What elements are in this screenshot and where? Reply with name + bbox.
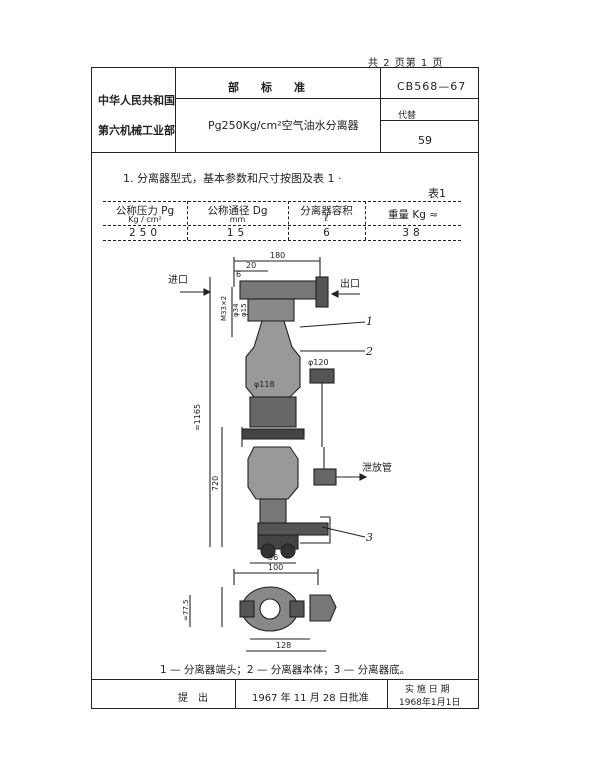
- figure-caption: 1 — 分离器端头；2 — 分离器本体；3 — 分离器底。: [160, 664, 411, 676]
- standard-frame: [91, 67, 479, 709]
- table-value-volume: 6: [323, 227, 330, 239]
- table-header-bore: 公称通径 Dg: [207, 205, 268, 217]
- table-value-bore: 15: [226, 227, 249, 239]
- table-unit-bore: mm: [229, 215, 246, 224]
- footer-effective-date: 1968年1月1日: [399, 698, 461, 708]
- table-unit-pressure: Kg / cm²: [128, 215, 162, 224]
- part-number-2: 2: [365, 345, 373, 358]
- table-unit-volume: ℓ: [324, 214, 329, 224]
- dim-m33: M33×2: [220, 296, 228, 321]
- dim-77-5: ≈77.5: [182, 600, 190, 621]
- dim-180: 180: [270, 251, 285, 260]
- standard-title: Pg250Kg/cm²空气油水分离器: [208, 119, 359, 132]
- table-mid-rule: [103, 225, 461, 226]
- table-col-divider-3: [365, 201, 366, 240]
- dim-1165: ≈1165: [193, 404, 202, 431]
- replaces-value: 59: [418, 134, 432, 147]
- table-bottom-rule: [103, 240, 461, 241]
- separator-drawing: 进口 出口 泄放管 1 2 3 180 20 6 φ120 φ118 ≈1165…: [168, 251, 392, 652]
- footer-top-rule: [91, 679, 479, 680]
- table-header-pressure: 公称压力 Pg: [115, 205, 175, 217]
- issuer-line-1: 中华人民共和国: [98, 94, 175, 107]
- dim-20: 20: [246, 261, 256, 270]
- table-top-rule: [103, 201, 461, 202]
- header-mid-rule-center: [175, 98, 380, 99]
- outlet-label: 出口: [340, 277, 360, 290]
- page-indicator: 共 2 页第 1 页: [368, 58, 444, 69]
- dim-6: 6: [236, 270, 241, 279]
- replaces-label: 代替: [398, 111, 417, 121]
- header-divider-right: [380, 67, 381, 152]
- table-label: 表1: [428, 187, 446, 200]
- footer-effective-label: 实 施 日 期: [405, 685, 450, 695]
- parameter-table: 公称压力 Pg 公称通径 Dg 分离器容积 重量 Kg ≈ Kg / cm² m…: [103, 201, 461, 241]
- part-number-1: 1: [366, 315, 373, 328]
- dim-720: 720: [211, 476, 220, 491]
- standard-number: CB568—67: [397, 80, 467, 93]
- footer-divider-1: [235, 679, 236, 709]
- table-col-divider-2: [288, 201, 289, 240]
- header-mid-rule-right: [380, 98, 479, 99]
- header-bottom-rule: [91, 152, 479, 153]
- dim-phi15: φ15: [240, 303, 248, 317]
- table-value-weight: 38: [402, 227, 424, 239]
- table-col-divider-1: [187, 201, 188, 240]
- footer-divider-2: [387, 679, 388, 709]
- dim-100: 100: [268, 563, 283, 572]
- issuer-line-2: 第六机械工业部: [98, 124, 175, 137]
- header-rule-right-2: [380, 120, 479, 121]
- table-header-weight: 重量 Kg ≈: [387, 209, 439, 221]
- drain-label: 泄放管: [362, 461, 392, 474]
- standard-category: 部 标 准: [228, 81, 305, 94]
- dim-phi118: φ118: [254, 380, 275, 389]
- part-number-3: 3: [366, 531, 373, 544]
- dim-phi120: φ120: [308, 358, 329, 367]
- table-value-pressure: 250: [128, 227, 162, 239]
- footer-approval-date: 1967 年 11 月 28 日批准: [252, 693, 369, 704]
- footer-proposed-label: 提 出: [178, 693, 208, 704]
- section-heading: 1. 分离器型式，基本参数和尺寸按图及表 1 ·: [123, 172, 342, 185]
- header-divider-left: [175, 67, 176, 152]
- dim-36: 36: [268, 553, 278, 562]
- table-header-volume: 分离器容积: [300, 205, 353, 217]
- dim-128: 128: [276, 641, 291, 650]
- dim-phi34: φ34: [232, 303, 240, 317]
- inlet-label: 进口: [168, 274, 188, 286]
